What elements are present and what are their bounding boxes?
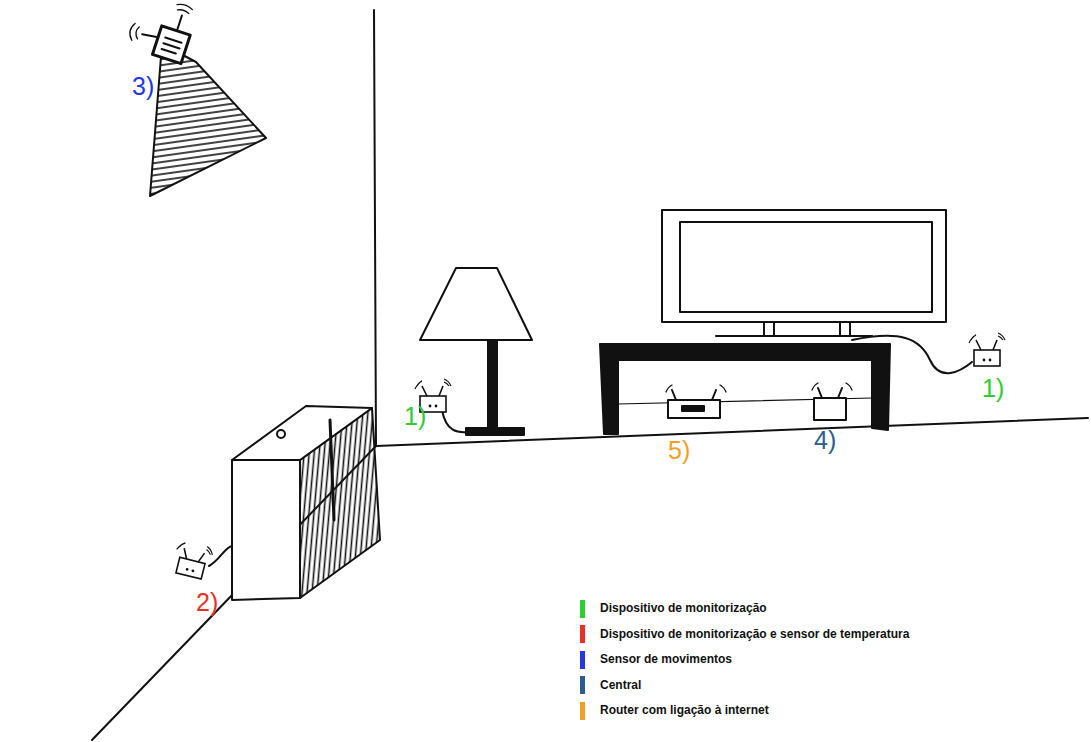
legend-text: Sensor de movimentos	[600, 653, 732, 665]
callout-number: 4)	[814, 428, 836, 453]
legend-swatch	[580, 622, 585, 645]
legend-swatch	[580, 596, 585, 619]
callout-number: 3)	[132, 74, 154, 99]
legend-swatch-shape	[580, 651, 585, 669]
legend-swatch-shape	[580, 625, 585, 643]
legend-swatch-shape	[580, 600, 585, 618]
callout-number: 1)	[404, 404, 426, 429]
legend-swatch	[580, 673, 585, 696]
legend-text: Dispositivo de monitorização e sensor de…	[600, 628, 909, 640]
legend-text: Dispositivo de monitorização	[600, 602, 767, 614]
legend-swatch-shape	[580, 702, 585, 720]
legend-swatch-shape	[580, 676, 585, 694]
legend-swatch	[580, 698, 585, 721]
legend-text: Router com ligação à internet	[600, 704, 769, 716]
legend-text: Central	[600, 679, 641, 691]
callout-number: 5)	[668, 438, 690, 463]
callout-number: 1)	[982, 376, 1004, 401]
legend-swatch	[580, 647, 585, 670]
callout-number: 2)	[196, 590, 218, 615]
